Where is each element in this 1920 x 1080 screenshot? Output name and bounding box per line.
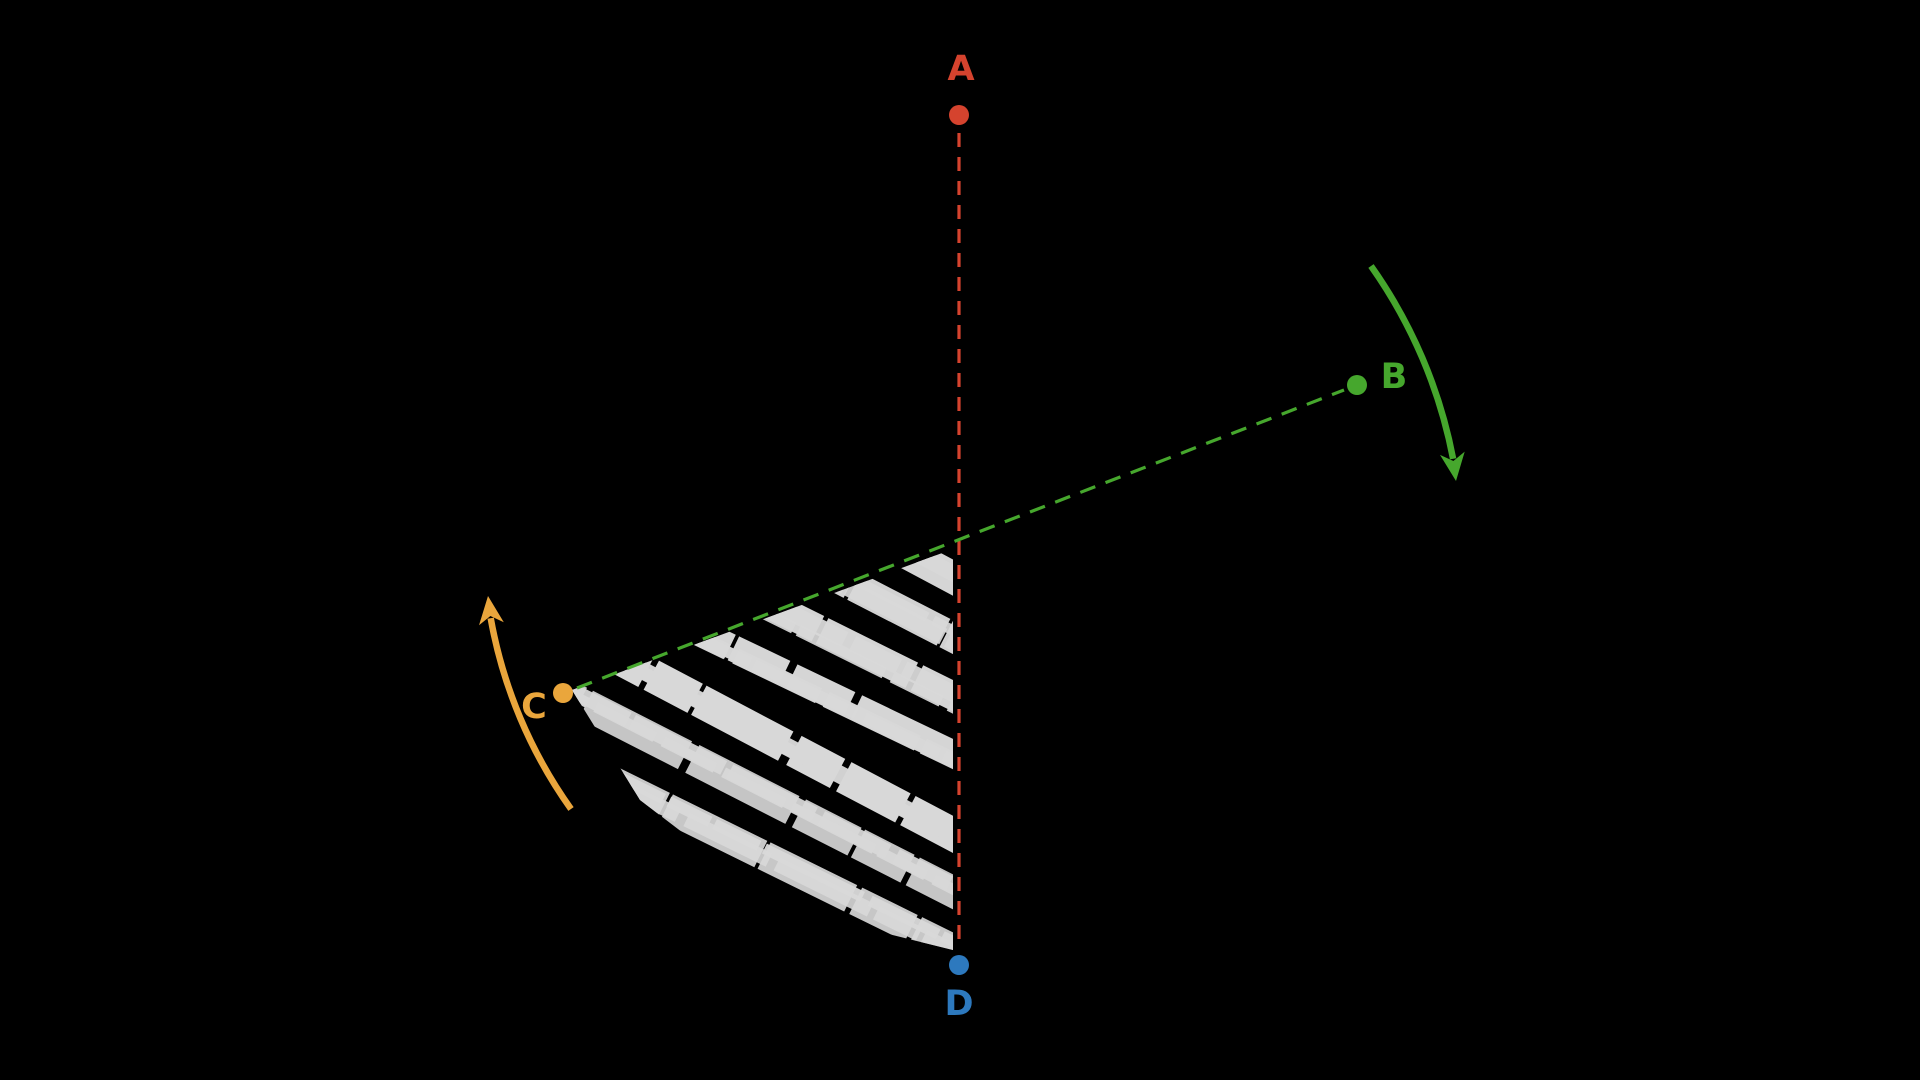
point-dot-C[interactable] xyxy=(553,683,573,703)
rotation-arrow-C-head xyxy=(479,596,504,626)
point-D[interactable]: D xyxy=(944,955,974,1024)
point-B[interactable]: B xyxy=(1347,357,1407,397)
rotation-arrow-C xyxy=(479,596,574,811)
point-dot-B[interactable] xyxy=(1347,375,1367,395)
hatch-stroke xyxy=(608,549,953,795)
hatch-stroke xyxy=(572,658,953,950)
rotation-arrow-B-arc xyxy=(1368,264,1457,460)
point-label-A: A xyxy=(947,49,974,89)
segment-CB xyxy=(576,388,1345,690)
hatch-stroke xyxy=(572,610,953,949)
rotation-arrow-B xyxy=(1368,264,1465,481)
point-label-C: C xyxy=(521,687,547,727)
point-label-B: B xyxy=(1381,357,1408,397)
point-dot-D[interactable] xyxy=(949,955,969,975)
point-dot-A[interactable] xyxy=(949,105,969,125)
point-A[interactable]: A xyxy=(947,49,975,125)
point-label-D: D xyxy=(944,984,973,1024)
point-C[interactable]: C xyxy=(521,683,573,727)
rotation-arrow-C-arc xyxy=(487,617,574,811)
hatch-stroke xyxy=(578,549,953,839)
rotation-arrow-B-head xyxy=(1440,451,1465,481)
